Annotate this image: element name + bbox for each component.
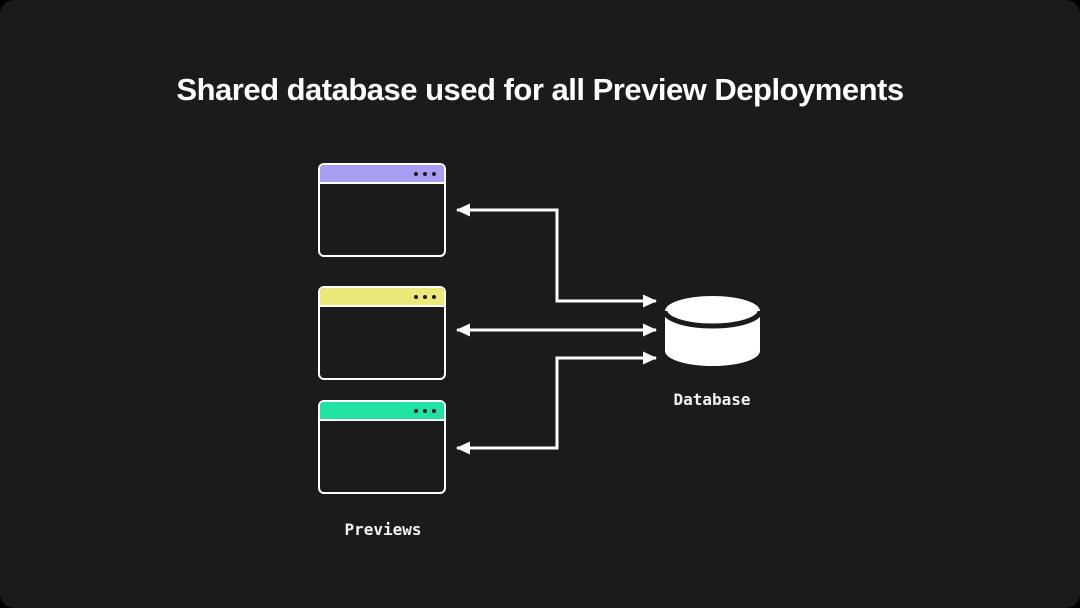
window-dot-icon	[432, 171, 436, 176]
slide-title: Shared database used for all Preview Dep…	[176, 72, 904, 107]
window-titlebar	[320, 402, 444, 421]
preview-window-1	[318, 163, 446, 257]
window-dot-icon	[423, 408, 427, 413]
preview-window-3	[318, 400, 446, 494]
window-dot-icon	[423, 171, 427, 176]
database-label: Database	[673, 390, 751, 409]
window-dot-icon	[423, 294, 427, 299]
window-dot-icon	[414, 294, 418, 299]
arrow-preview3-database	[456, 351, 657, 455]
database-cylinder-icon	[662, 296, 763, 366]
window-dot-icon	[414, 408, 418, 413]
window-dot-icon	[432, 294, 436, 299]
window-dot-icon	[432, 408, 436, 413]
window-titlebar	[320, 165, 444, 184]
arrow-preview1-database	[456, 203, 657, 308]
window-titlebar	[320, 288, 444, 307]
previews-label: Previews	[344, 520, 422, 539]
preview-window-2	[318, 286, 446, 380]
window-dot-icon	[414, 171, 418, 176]
